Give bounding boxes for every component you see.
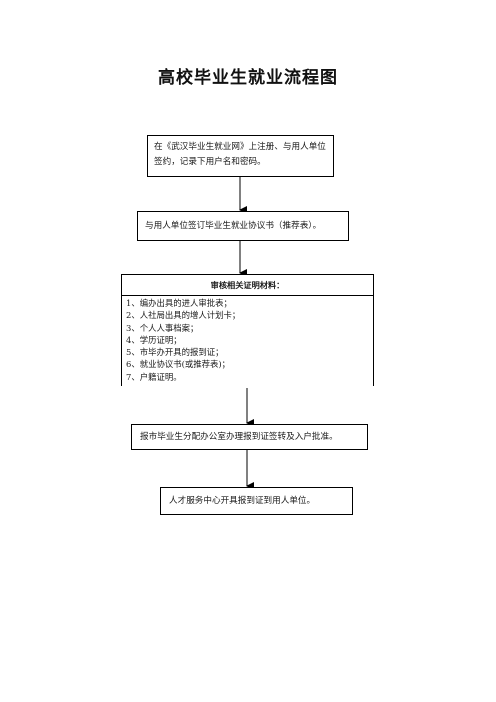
material-item: 1、编办出具的进人审批表； xyxy=(126,298,232,308)
material-item: 5、市毕办开具的报到证； xyxy=(126,347,224,358)
step-register-line1: 在《武汉毕业生就业网》上注册、与用人单位 xyxy=(154,142,326,152)
material-item: 3、个人人事档案； xyxy=(126,322,199,333)
step-sign-agreement-box: 与用人单位签订毕业生就业协议书（推荐表）。 xyxy=(137,211,349,241)
step-sign-agreement-text: 与用人单位签订毕业生就业协议书（推荐表）。 xyxy=(145,221,322,231)
step-talent-center-box: 人才服务中心开具报到证到用人单位。 xyxy=(160,487,353,515)
step-verify-materials-box: 审核相关证明材料： 1、编办出具的进人审批表； 2、人社局出具的增人计划卡； 3… xyxy=(121,274,374,386)
step-register-line2: 签约，记录下用户名和密码。 xyxy=(154,157,266,167)
material-item: 2、人社局出具的增人计划卡； xyxy=(126,310,241,321)
materials-list: 1、编办出具的进人审批表； 2、人社局出具的增人计划卡； 3、个人人事档案； 4… xyxy=(122,296,373,383)
material-item: 4、学历证明； xyxy=(126,334,182,345)
step-transfer-approval-box: 报市毕业生分配办公室办理报到证签转及入户批准。 xyxy=(131,424,368,450)
step-talent-center-text: 人才服务中心开具报到证到用人单位。 xyxy=(169,496,316,506)
material-item: 6、就业协议书(或推荐表)； xyxy=(126,359,230,370)
step-register-box: 在《武汉毕业生就业网》上注册、与用人单位 签约，记录下用户名和密码。 xyxy=(147,135,334,177)
page-title: 高校毕业生就业流程图 xyxy=(158,68,338,88)
verify-materials-heading: 审核相关证明材料： xyxy=(122,275,373,296)
material-item: 7、户籍证明。 xyxy=(126,371,182,382)
step-transfer-approval-text: 报市毕业生分配办公室办理报到证签转及入户批准。 xyxy=(140,432,338,442)
